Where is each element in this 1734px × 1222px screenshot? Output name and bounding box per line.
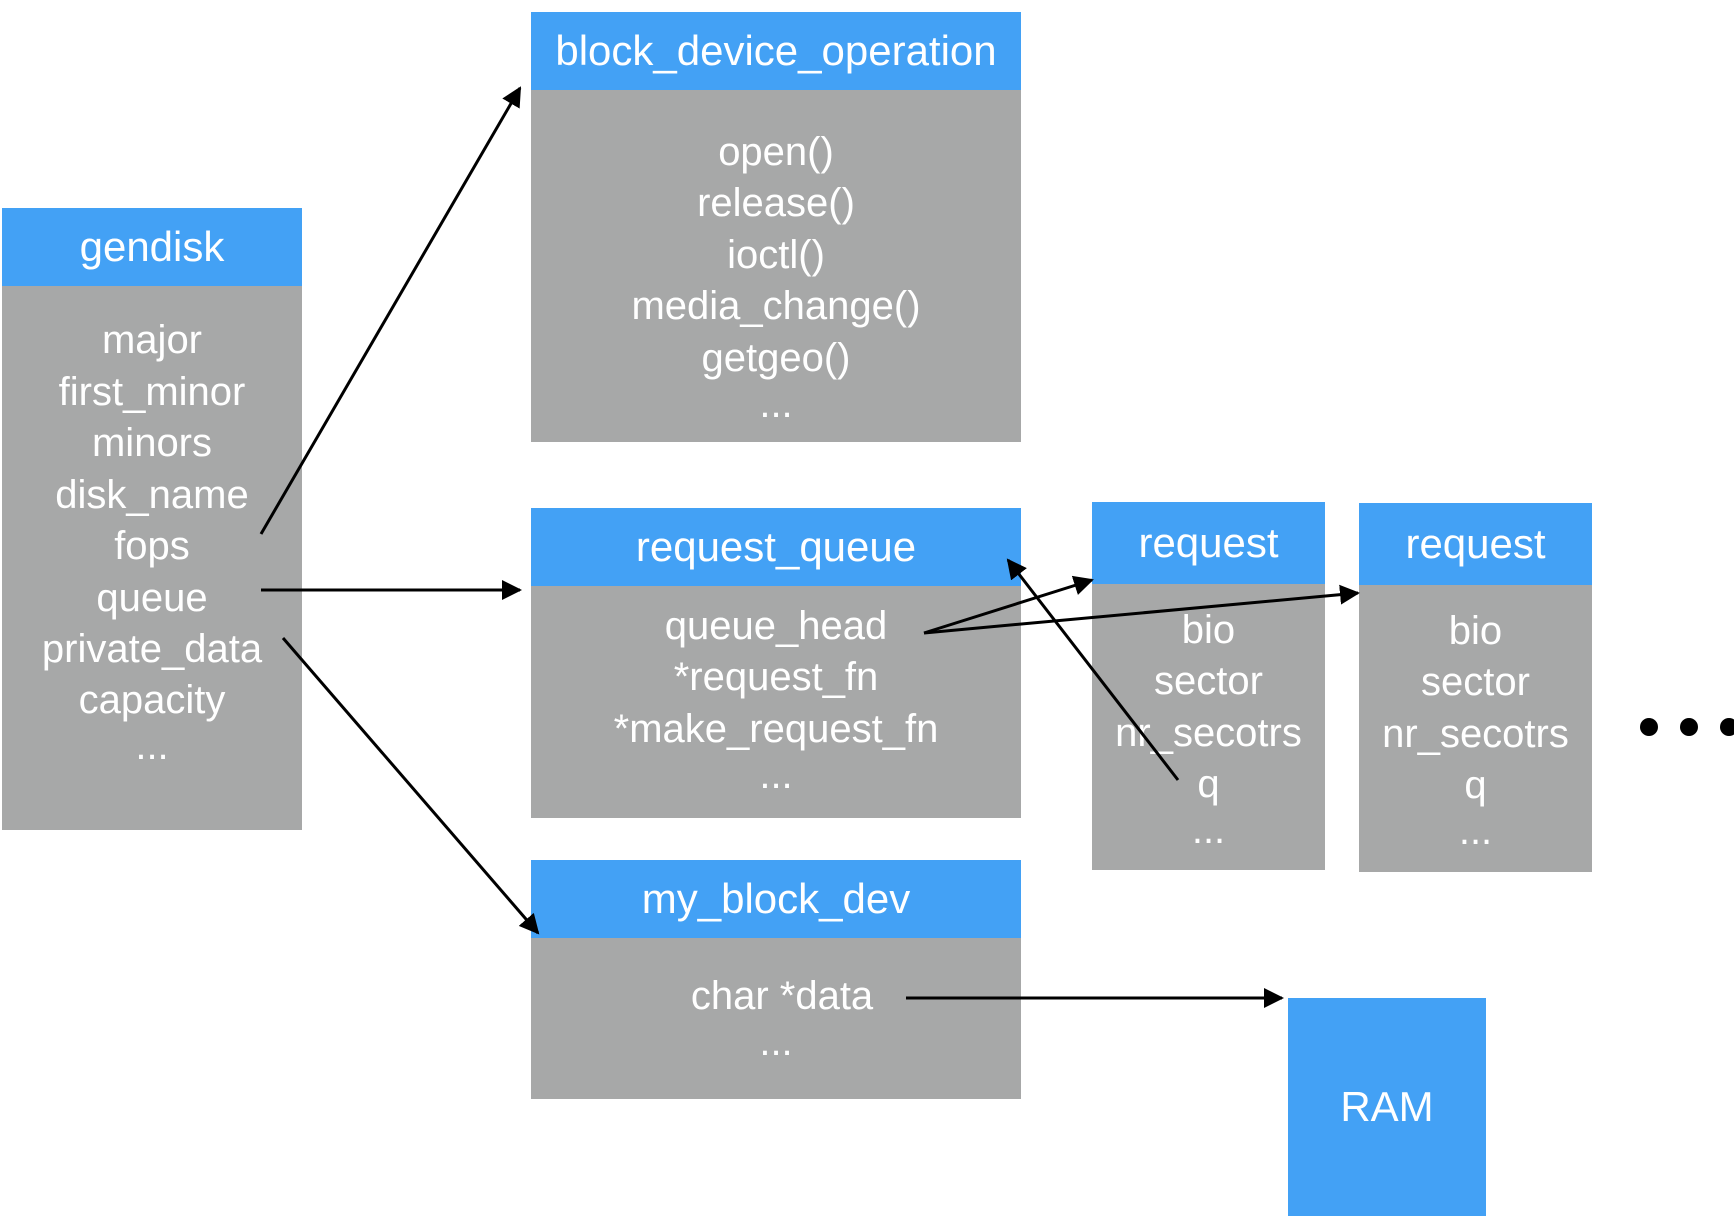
arrow-queue-head-to-request-1 (923, 575, 1094, 635)
my-block-dev-title: my_block_dev (531, 860, 1021, 938)
arrow-queue-head-to-request-2 (923, 584, 1360, 635)
arrow-q-to-request-queue (1006, 558, 1180, 781)
bdo-field-ellipsis: ... (759, 382, 793, 426)
request-queue-title: request_queue (531, 508, 1021, 586)
request-queue-box: request_queue queue_head *request_fn *ma… (531, 508, 1021, 818)
request-1-field-sector: sector (1154, 659, 1263, 703)
request-2-field-bio: bio (1448, 609, 1503, 653)
my-block-dev-body: char *data ... (531, 938, 1021, 1099)
gendisk-field-capacity: capacity (78, 678, 226, 722)
bdo-field-media-change: media_change() (631, 284, 921, 328)
block-device-operation-box: block_device_operation open() release() … (531, 12, 1021, 442)
request-2-field-q: q (1464, 763, 1487, 807)
continuation-dot (1720, 718, 1734, 736)
request-1-field-nr-secotrs: nr_secotrs (1115, 711, 1302, 755)
gendisk-field-fops: fops (114, 524, 190, 568)
continuation-dot (1640, 718, 1658, 736)
bdo-field-ioctl: ioctl() (727, 233, 825, 277)
gendisk-field-major: major (101, 318, 203, 362)
bdo-field-open: open() (718, 130, 834, 174)
gendisk-field-disk-name: disk_name (55, 473, 249, 517)
request-queue-body: queue_head *request_fn *make_request_fn … (531, 586, 1021, 818)
request-2-body: bio sector nr_secotrs q ... (1359, 585, 1592, 872)
mbd-field-ellipsis: ... (759, 1020, 793, 1064)
block-device-operation-body: open() release() ioctl() media_change() … (531, 90, 1021, 442)
rq-field-ellipsis: ... (759, 753, 793, 797)
mbd-field-char-data: char *data (690, 974, 874, 1018)
gendisk-field-ellipsis: ... (135, 724, 169, 768)
my-block-dev-box: my_block_dev char *data ... (531, 860, 1021, 1099)
continuation-dot (1680, 718, 1698, 736)
request-1-field-q: q (1197, 762, 1220, 806)
request-2-title: request (1359, 503, 1592, 585)
request-1-body: bio sector nr_secotrs q ... (1092, 584, 1325, 870)
bdo-field-getgeo: getgeo() (701, 336, 851, 380)
request-2-field-sector: sector (1421, 660, 1530, 704)
request-1-title: request (1092, 502, 1325, 584)
ram-box: RAM (1288, 998, 1486, 1216)
block-device-operation-title: block_device_operation (531, 12, 1021, 90)
continuation-dots (1640, 718, 1734, 736)
rq-field-request-fn: *request_fn (673, 655, 879, 699)
rq-field-queue-head: queue_head (664, 604, 888, 648)
gendisk-box: gendisk major first_minor minors disk_na… (2, 208, 302, 830)
gendisk-field-minors: minors (91, 421, 213, 465)
gendisk-field-first-minor: first_minor (58, 370, 246, 414)
arrow-private-data-to-my-block-dev (281, 637, 540, 935)
request-1-field-bio: bio (1181, 608, 1236, 652)
gendisk-title: gendisk (2, 208, 302, 286)
gendisk-body: major first_minor minors disk_name fops … (2, 286, 302, 830)
request-2-field-ellipsis: ... (1458, 809, 1493, 853)
request-box-2: request bio sector nr_secotrs q ... (1359, 503, 1592, 872)
request-1-field-ellipsis: ... (1191, 808, 1226, 852)
gendisk-field-private-data: private_data (41, 627, 263, 671)
arrow-fops-to-block-device-operation (259, 86, 522, 535)
bdo-field-release: release() (697, 181, 855, 225)
gendisk-field-queue: queue (96, 576, 208, 620)
request-2-field-nr-secotrs: nr_secotrs (1382, 712, 1569, 756)
request-box-1: request bio sector nr_secotrs q ... (1092, 502, 1325, 870)
rq-field-make-request-fn: *make_request_fn (613, 707, 939, 751)
